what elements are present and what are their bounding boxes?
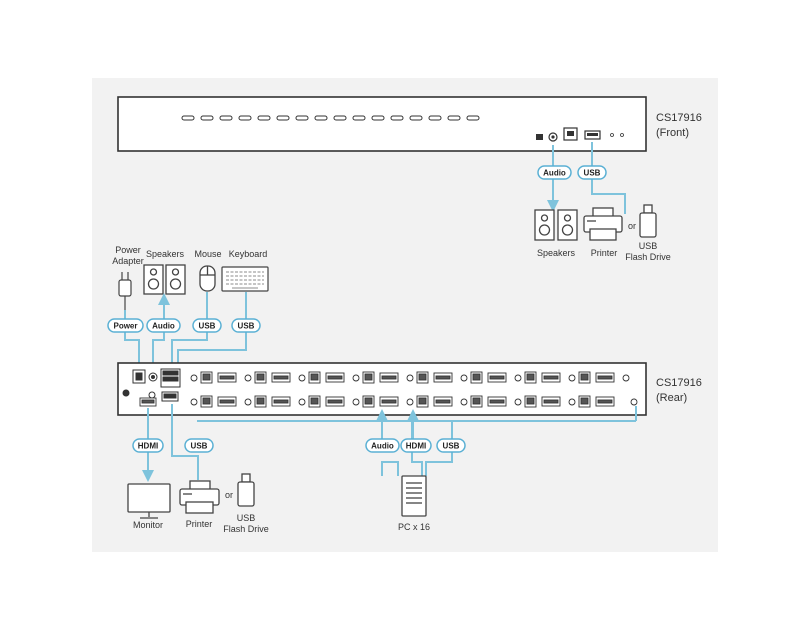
console-power-pill: Power (107, 318, 144, 333)
front-led-row (181, 115, 480, 121)
svg-text:USB: USB (443, 442, 460, 451)
diagram-background (92, 78, 718, 552)
front-flash-drive-label: Flash Drive (625, 252, 671, 262)
svg-text:USB: USB (238, 322, 255, 331)
power-adapter-label-2: Adapter (112, 256, 144, 266)
svg-text:USB: USB (584, 169, 601, 178)
svg-text:Audio: Audio (152, 322, 175, 331)
front-flash-drive-icon (639, 204, 657, 238)
front-usb-label: USB (639, 241, 658, 251)
bottom-printer-icon (179, 480, 220, 514)
rear-sub-label: (Rear) (656, 392, 687, 404)
console-mouse-usb-pill: USB (192, 318, 222, 333)
front-speakers-label: Speakers (537, 248, 576, 258)
bottom-printer-label: Printer (186, 519, 213, 529)
front-or-label: or (628, 221, 636, 231)
monitor-label: Monitor (133, 520, 163, 530)
front-model-label: CS17916 (656, 112, 702, 124)
bottom-usb-label: USB (237, 513, 256, 523)
pc-usb-pill: USB (436, 438, 466, 453)
console-speakers-label: Speakers (146, 249, 185, 259)
pc-audio-pill: Audio (365, 438, 400, 453)
svg-text:Audio: Audio (371, 442, 394, 451)
bottom-flash-drive-label: Flash Drive (223, 524, 269, 534)
keyboard-label: Keyboard (229, 249, 268, 259)
front-printer-label: Printer (591, 248, 618, 258)
front-speakers-icon (534, 209, 578, 241)
console-keyboard-usb-pill: USB (231, 318, 261, 333)
console-speakers-icon (143, 264, 186, 295)
rear-console-ports (122, 368, 181, 402)
svg-text:USB: USB (191, 442, 208, 451)
bottom-hdmi-pill: HDMI (132, 438, 164, 453)
svg-text:Power: Power (113, 322, 137, 331)
pc-tower-icon (401, 475, 427, 517)
pc-hdmi-pill: HDMI (400, 438, 432, 453)
console-connections (124, 292, 247, 371)
front-sub-label: (Front) (656, 127, 689, 139)
pc-label: PC x 16 (398, 522, 430, 532)
power-adapter-label-1: Power (115, 245, 141, 255)
power-plug-icon (118, 272, 132, 310)
rear-pc-ports (139, 371, 638, 408)
front-usb-pill: USB (577, 165, 607, 180)
bottom-or-label: or (225, 490, 233, 500)
keyboard-icon (221, 266, 269, 292)
front-printer-icon (583, 207, 623, 241)
front-unit (117, 96, 647, 152)
front-audio-pill: Audio (537, 165, 572, 180)
svg-text:Audio: Audio (543, 169, 566, 178)
mouse-icon (199, 265, 216, 292)
front-ports (536, 127, 624, 142)
svg-text:HDMI: HDMI (406, 442, 426, 451)
console-audio-pill: Audio (146, 318, 181, 333)
mouse-label: Mouse (194, 249, 221, 259)
rear-model-label: CS17916 (656, 377, 702, 389)
bottom-usb-pill: USB (184, 438, 214, 453)
rear-unit (117, 362, 647, 416)
bottom-flash-drive-icon (237, 473, 255, 507)
monitor-icon (127, 483, 171, 519)
svg-text:HDMI: HDMI (138, 442, 158, 451)
svg-text:USB: USB (199, 322, 216, 331)
